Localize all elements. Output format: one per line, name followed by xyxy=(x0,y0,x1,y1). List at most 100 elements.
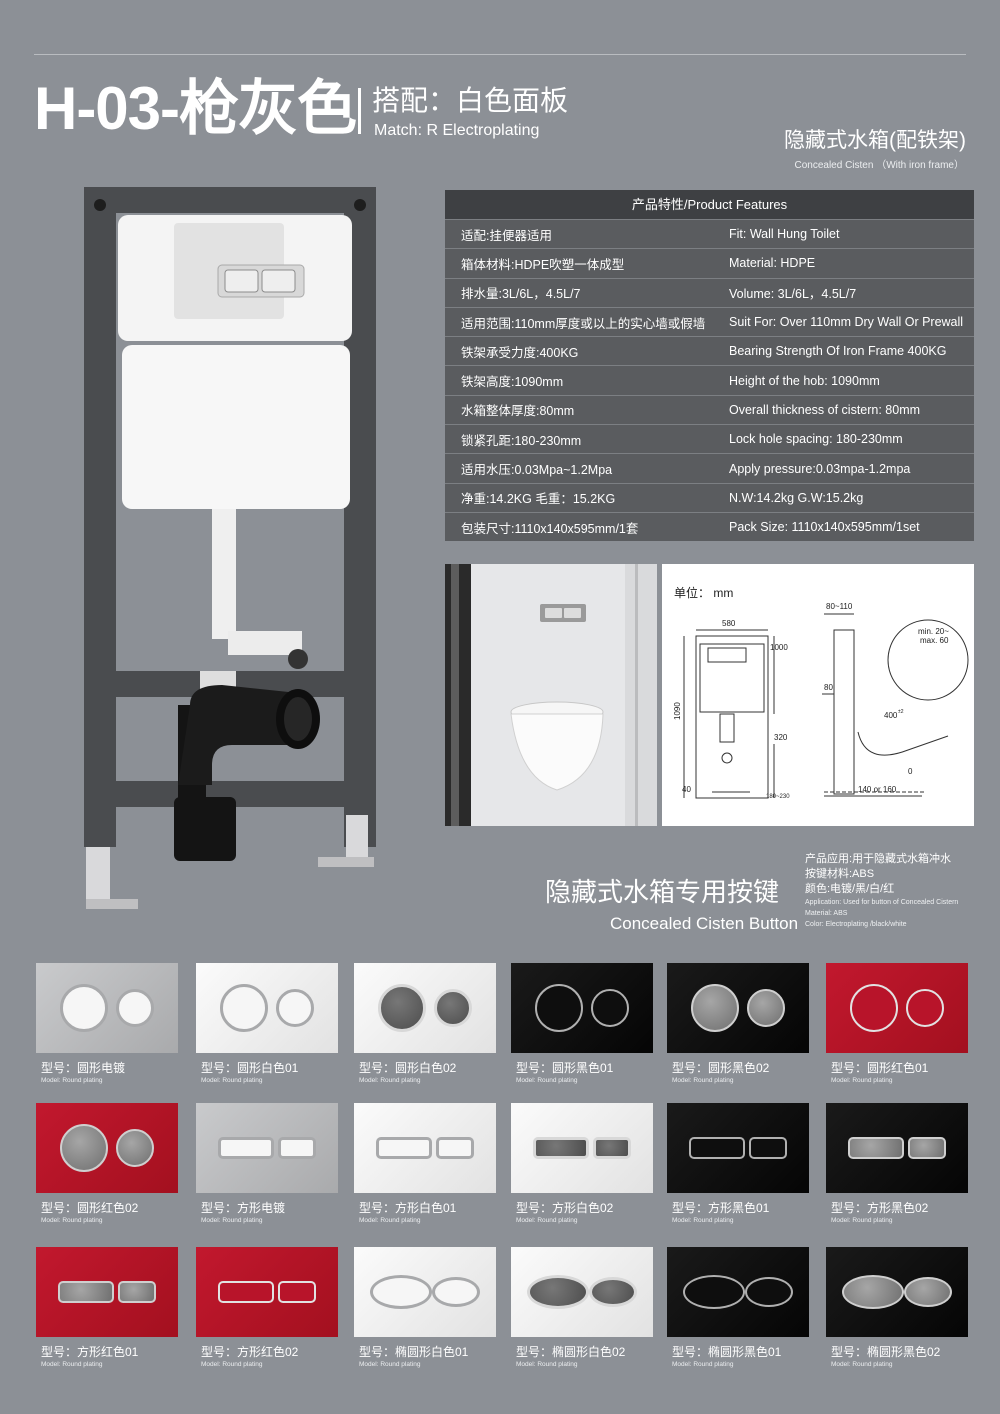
table-header: 产品特性/Product Features xyxy=(445,190,974,219)
spec-chinese: 适用范围:110mm厚度或以上的实心墙或假墙 xyxy=(461,316,706,331)
flush-button-large xyxy=(527,1275,589,1309)
spec-row: 水箱整体厚度:80mm Overall thickness of cistern:… xyxy=(445,394,974,424)
swatch-panel xyxy=(511,1247,653,1337)
technical-drawing: 单位： mm 580 1000 1090 320 40 xyxy=(662,564,974,826)
spec-chinese: 锁紧孔距:180-230mm xyxy=(461,433,582,448)
swatch-panel xyxy=(354,1247,496,1337)
swatch-model-label: 型号：椭圆形白色02 xyxy=(516,1345,626,1359)
swatch-panel xyxy=(196,1103,338,1193)
dim-width: 580 xyxy=(722,619,736,628)
title-separator xyxy=(358,88,361,134)
unit-label: 单位： mm xyxy=(674,586,734,600)
spec-chinese: 适配:挂便器适用 xyxy=(461,228,552,243)
match-chinese: 搭配：白色面板 xyxy=(372,85,569,116)
flush-button-small xyxy=(747,989,785,1027)
swatch-model-label: 型号：圆形黑色02 xyxy=(672,1061,770,1075)
spec-english: Volume: 3L/6L，4.5L/7 xyxy=(729,287,857,302)
spec-row: 净重:14.2KG 毛重：15.2KG N.W:14.2kg G.W:15.2kg xyxy=(445,482,974,512)
swatch-model-sublabel: Model: Round plating xyxy=(516,1361,578,1368)
swatch-panel xyxy=(354,963,496,1053)
swatch-model-sublabel: Model: Round plating xyxy=(201,1361,263,1368)
flush-button-small xyxy=(118,1281,156,1303)
swatch-panel xyxy=(667,963,809,1053)
flush-button-large xyxy=(218,1281,274,1303)
swatch-model-label: 型号：方形黑色01 xyxy=(672,1201,770,1215)
swatch-model-sublabel: Model: Round plating xyxy=(359,1361,421,1368)
info-application: 产品应用:用于隐藏式水箱冲水 xyxy=(805,853,952,865)
spec-row: 锁紧孔距:180-230mm Lock hole spacing: 180-230… xyxy=(445,424,974,453)
flush-button-small xyxy=(278,1281,316,1303)
flush-button-small xyxy=(745,1277,793,1307)
swatch-model-sublabel: Model: Round plating xyxy=(201,1077,263,1084)
dim-max: max. 60 xyxy=(920,636,949,645)
swatch-panel xyxy=(354,1103,496,1193)
flush-button-small xyxy=(749,1137,787,1159)
spec-chinese: 铁架承受力度:400KG xyxy=(461,345,579,360)
swatch-model-label: 型号：方形白色01 xyxy=(359,1201,457,1215)
cistern-title-chinese: 隐藏式水箱(配铁架) xyxy=(784,129,966,152)
spec-english: Bearing Strength Of Iron Frame 400KG xyxy=(729,344,947,359)
spec-english: Fit: Wall Hung Toilet xyxy=(729,227,840,242)
dim-mid: 320 xyxy=(774,733,788,742)
button-info: 产品应用:用于隐藏式水箱冲水 按键材料:ABS 颜色:电镀/黑/白/红 Appl… xyxy=(805,852,985,930)
spec-english: Lock hole spacing: 180-230mm xyxy=(729,432,903,447)
flush-button-large xyxy=(376,1137,432,1159)
swatch-model-label: 型号：圆形红色01 xyxy=(831,1061,929,1075)
flush-button-small xyxy=(589,1277,637,1307)
spec-chinese: 净重:14.2KG 毛重：15.2KG xyxy=(461,492,616,507)
spec-chinese: 适用水压:0.03Mpa~1.2Mpa xyxy=(461,463,613,478)
swatch-model-label: 型号：圆形红色02 xyxy=(41,1201,139,1215)
swatch-model-label: 型号：方形黑色02 xyxy=(831,1201,929,1215)
flush-button-large xyxy=(60,984,108,1032)
info-color: 颜色:电镀/黑/白/红 xyxy=(805,883,895,895)
flush-button-small xyxy=(116,1129,154,1167)
spec-english: Overall thickness of cistern: 80mm xyxy=(729,402,921,417)
dim-top: 1000 xyxy=(770,643,788,652)
swatch-panel xyxy=(36,963,178,1053)
button-section-title-english: Concealed Cisten Button xyxy=(610,914,799,933)
dim-bottom: 40 xyxy=(682,785,691,794)
dim-lock: 180~230 xyxy=(766,794,790,800)
swatch-panel xyxy=(667,1247,809,1337)
flush-button-small xyxy=(593,1137,631,1159)
spec-chinese: 水箱整体厚度:80mm xyxy=(461,404,575,419)
flush-button-large xyxy=(218,1137,274,1159)
flush-button-large xyxy=(60,1124,108,1172)
swatch-model-label: 型号：椭圆形白色01 xyxy=(359,1345,469,1359)
swatch-model-label: 型号：方形红色01 xyxy=(41,1345,139,1359)
flush-button-small xyxy=(278,1137,316,1159)
installation-scene-image xyxy=(445,564,657,826)
cistern-frame-image xyxy=(82,185,377,915)
swatch-model-sublabel: Model: Round plating xyxy=(201,1217,263,1224)
button-section-title-chinese: 隐藏式水箱专用按键 xyxy=(545,877,780,907)
spec-chinese: 箱体材料:HDPE吹塑一体成型 xyxy=(461,257,625,272)
swatch-model-sublabel: Model: Round plating xyxy=(41,1217,103,1224)
spec-english: N.W:14.2kg G.W:15.2kg xyxy=(729,490,864,505)
flush-button-small xyxy=(116,989,154,1027)
model-title: H-03-枪灰色 xyxy=(34,75,357,142)
swatch-model-sublabel: Model: Round plating xyxy=(359,1077,421,1084)
